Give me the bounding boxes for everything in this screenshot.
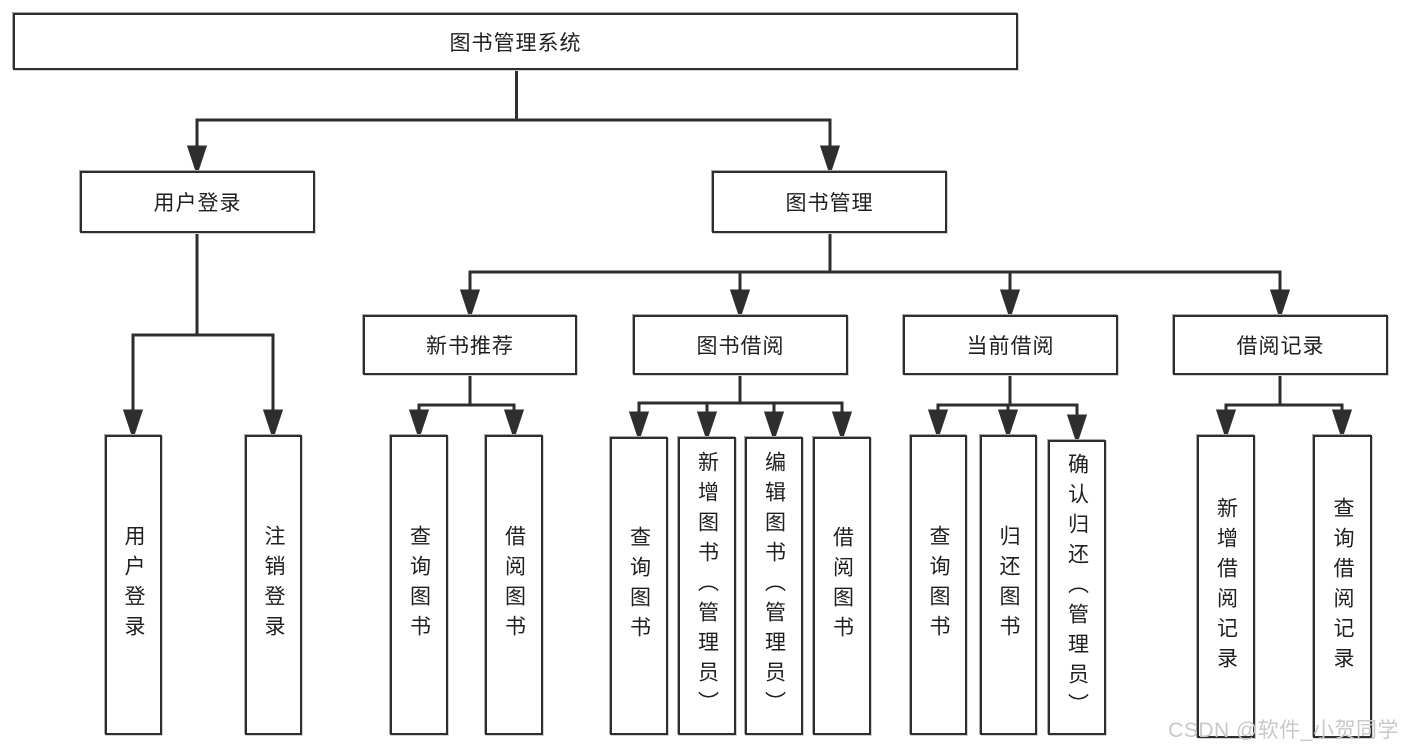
leaf-query-borrow-record-label: 查询借阅记录	[1331, 496, 1354, 677]
leaf-query-books-recommend: 查询图书	[390, 435, 448, 735]
leaf-query-books-borrowing: 查询图书	[610, 437, 668, 735]
leaf-query-borrow-record: 查询借阅记录	[1313, 435, 1372, 738]
leaf-borrow-books-recommend: 借阅图书	[485, 435, 543, 735]
leaf-confirm-return-admin: 确认归还（管理员）	[1048, 440, 1106, 735]
node-user-login: 用户登录	[80, 171, 315, 233]
leaf-borrow-books-borrowing: 借阅图书	[813, 437, 871, 735]
leaf-logout: 注销登录	[245, 435, 302, 735]
leaf-borrow-books-recommend-label: 借阅图书	[502, 525, 526, 645]
leaf-query-books-current-label: 查询图书	[927, 525, 950, 645]
leaf-add-borrow-record: 新增借阅记录	[1197, 435, 1255, 738]
node-current-borrowing: 当前借阅	[903, 315, 1118, 375]
leaf-confirm-return-admin-label: 确认归还（管理员）	[1065, 452, 1089, 723]
node-new-book-recommend: 新书推荐	[363, 315, 577, 375]
node-book-borrowing: 图书借阅	[633, 315, 848, 375]
csdn-watermark: CSDN @软件_小贺同学	[1168, 719, 1399, 742]
leaf-logout-label: 注销登录	[262, 525, 285, 645]
leaf-borrow-books-borrowing-label: 借阅图书	[830, 526, 854, 646]
leaf-user-login-label: 用户登录	[122, 525, 145, 645]
leaf-edit-book-admin-label: 编辑图书（管理员）	[762, 451, 786, 721]
node-library-management-system: 图书管理系统	[13, 13, 1018, 70]
leaf-add-book-admin-label: 新增图书（管理员）	[695, 451, 719, 721]
node-book-management: 图书管理	[712, 171, 947, 233]
leaf-add-book-admin: 新增图书（管理员）	[678, 437, 736, 735]
leaf-user-login: 用户登录	[105, 435, 162, 735]
leaf-query-books-recommend-label: 查询图书	[407, 525, 431, 645]
leaf-return-book: 归还图书	[980, 435, 1037, 735]
leaf-return-book-label: 归还图书	[997, 525, 1020, 645]
leaf-query-books-current: 查询图书	[910, 435, 967, 735]
node-borrowing-records: 借阅记录	[1173, 315, 1388, 375]
leaf-add-borrow-record-label: 新增借阅记录	[1214, 496, 1238, 677]
leaf-edit-book-admin: 编辑图书（管理员）	[745, 437, 803, 735]
leaf-query-books-borrowing-label: 查询图书	[627, 526, 651, 646]
